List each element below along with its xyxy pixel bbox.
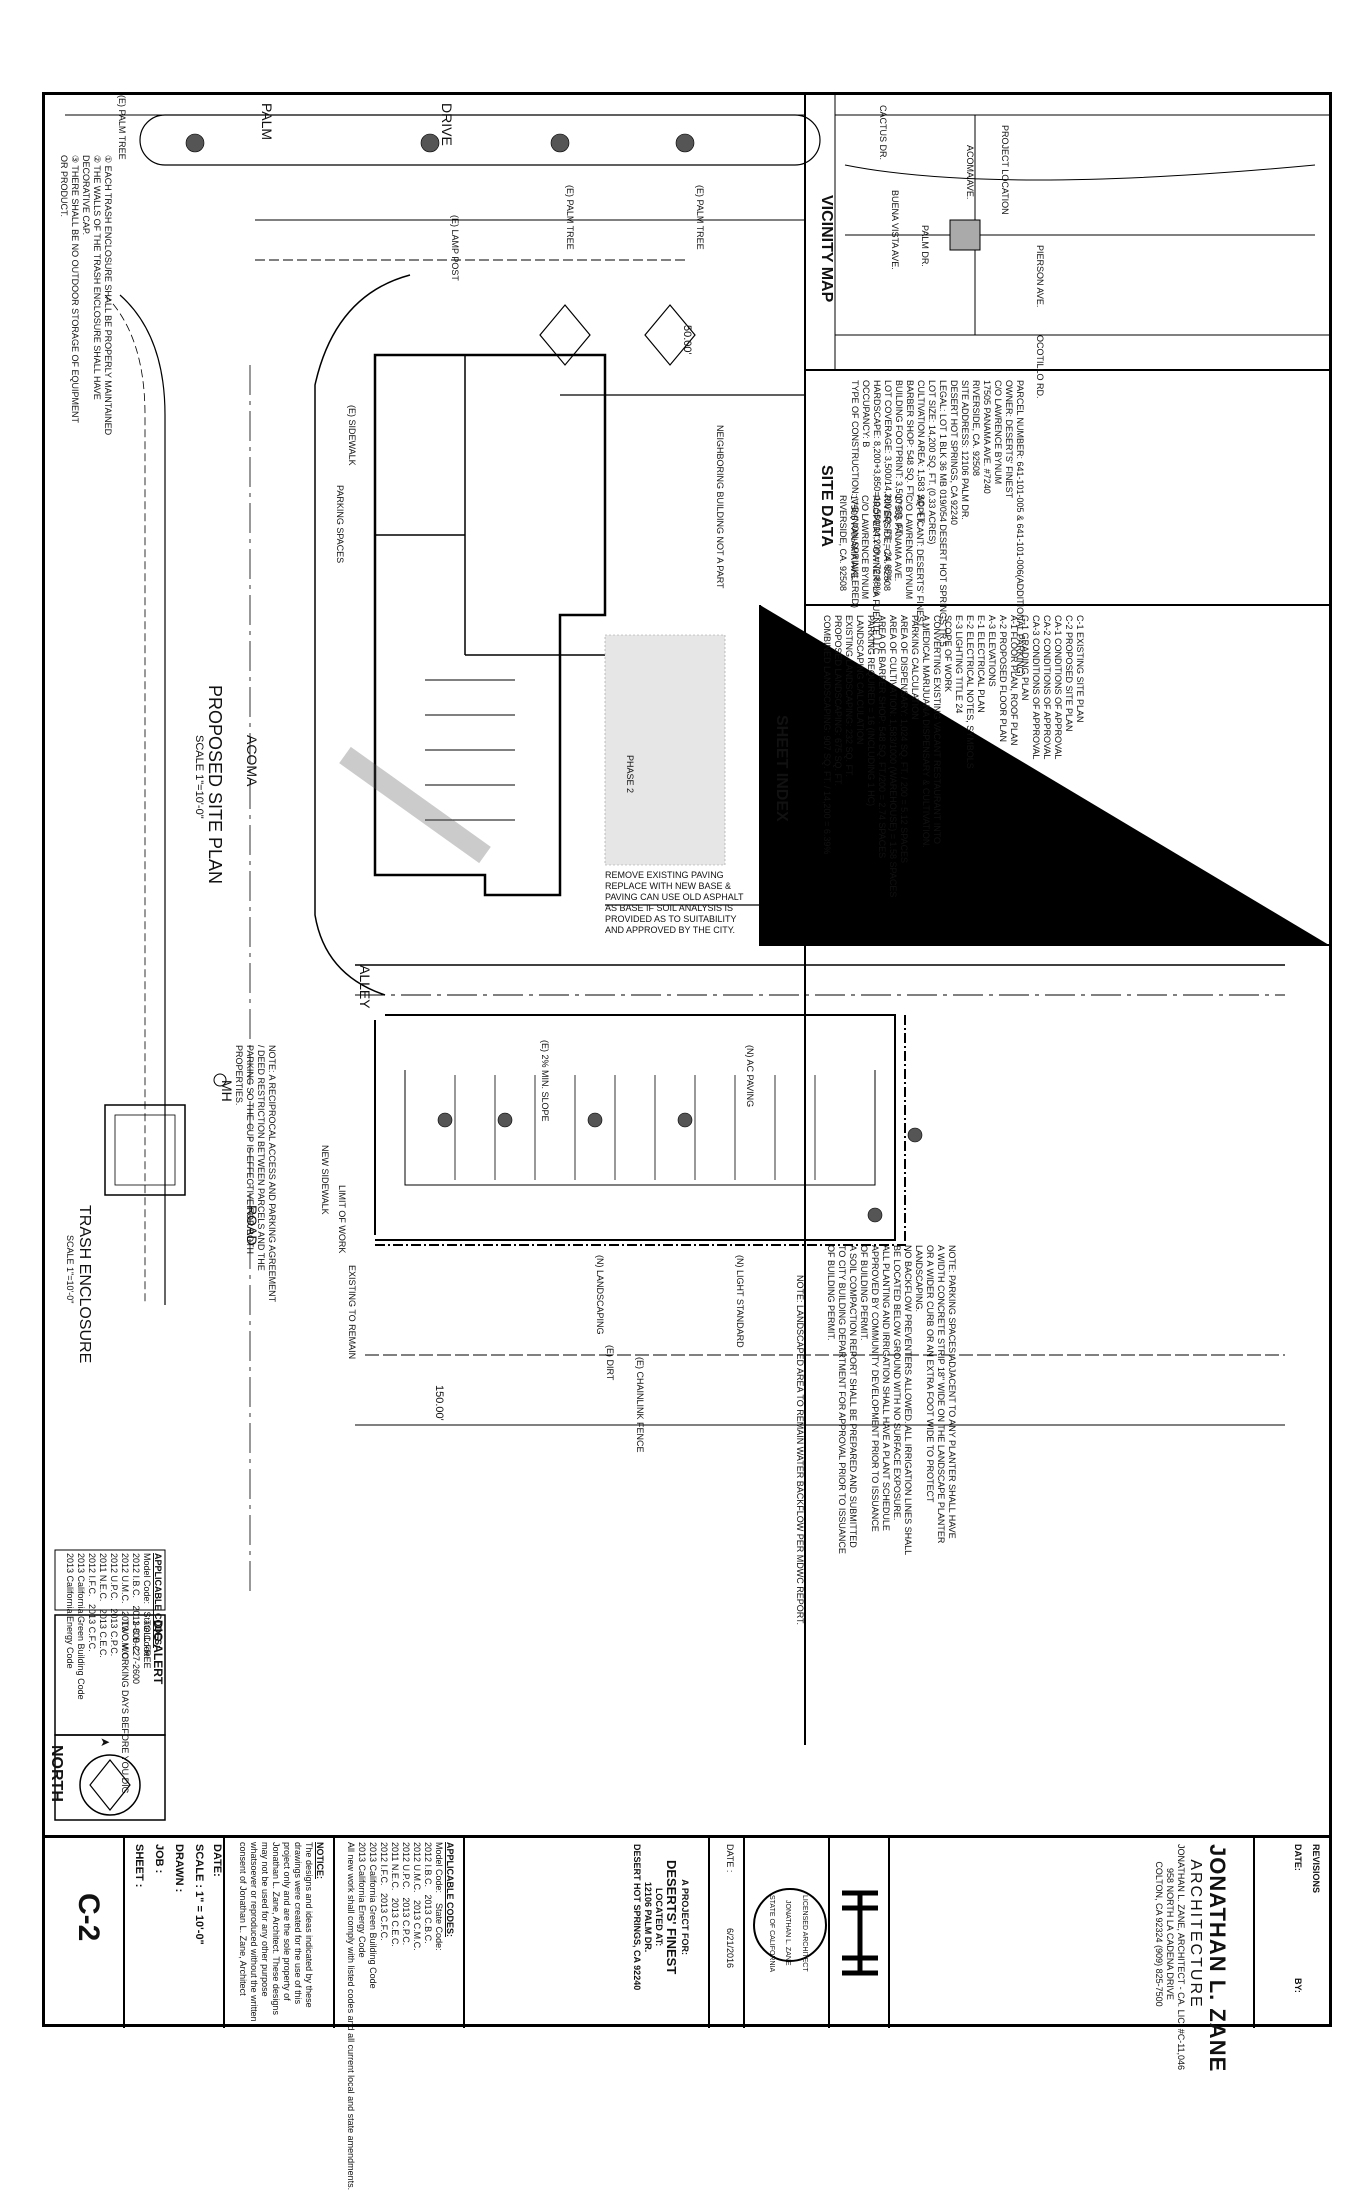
street-acoma: ACOMA xyxy=(244,735,260,787)
alley-label: ALLEY xyxy=(357,965,373,1009)
plan-title: PROPOSED SITE PLAN xyxy=(205,685,225,885)
palm-tree-label: (E) PALM TREE xyxy=(117,95,127,160)
title-block: C-2 SHEET : JOB : DRAWN : SCALE : 1" = 1… xyxy=(45,1835,1329,2190)
revisions-by-col: BY: xyxy=(1293,1978,1303,1993)
neighbor-building-label: NEIGHBORING BUILDING NOT A PART xyxy=(715,425,725,589)
date-cell: DATE : 6/21/2016 xyxy=(710,1838,745,2028)
trash-title: TRASH ENCLOSURE xyxy=(76,1205,93,1364)
vicinity-street-4: PIERSON AVE. xyxy=(1035,245,1045,308)
codes-cell: APPLICABLE CODES: Model Code: State Code… xyxy=(335,1838,465,2190)
sidewalk-label: (E) SIDEWALK xyxy=(347,405,357,466)
revisions-cell: REVISIONS DATE: BY: xyxy=(1255,1838,1329,2028)
sheet-number-cell: C-2 xyxy=(45,1838,125,2028)
palm-tree-label-2: (E) PALM TREE xyxy=(565,185,575,250)
palm-trees xyxy=(185,133,923,1223)
dim-150: 150.00' xyxy=(433,1385,445,1421)
project-info: A PROJECT FOR: DESERTS' FINEST LOCATED A… xyxy=(632,1844,690,1991)
landscaping-label: (N) LANDSCAPING xyxy=(595,1255,605,1335)
stamp-cell: LICENSED ARCHITECT JONATHAN L. ZANE STAT… xyxy=(745,1838,830,2028)
new-sidewalk-label: NEW SIDEWALK xyxy=(320,1145,330,1215)
revisions-date-col: DATE: xyxy=(1293,1844,1303,1871)
light-standard-label: (N) LIGHT STANDARD xyxy=(735,1255,745,1348)
stamp-text: LICENSED ARCHITECT xyxy=(801,1895,808,1972)
ac-paving-label: (N) AC PAVING xyxy=(745,1045,755,1108)
project-cell: A PROJECT FOR: DESERTS' FINEST LOCATED A… xyxy=(465,1838,710,2028)
vicinity-street-5: OCOTILLO RD. xyxy=(1035,335,1045,399)
date-label: DATE : xyxy=(725,1844,735,1873)
dirt-label: (E) DIRT xyxy=(605,1345,615,1381)
firm-logo-icon xyxy=(842,1890,878,1976)
sheet-index-title: SHEET INDEX xyxy=(773,715,790,822)
job-field: JOB : xyxy=(153,1844,165,1874)
vicinity-street-0: CACTUS DR. xyxy=(878,105,888,161)
backflow-note: NOTE: LANDSCAPED AREA TO REMAIN WATER BA… xyxy=(795,1275,805,1626)
notice: NOTICE: The designs and ideas indicated … xyxy=(238,1842,325,2022)
chainlink-label: (E) CHAINLINK FENCE xyxy=(635,1357,645,1453)
sheet-index-block: C-1 EXISTING SITE PLAN C-2 PROPOSED SITE… xyxy=(822,615,1085,898)
remove-paving-note: REMOVE EXISTING PAVING REPLACE WITH NEW … xyxy=(605,870,744,935)
reciprocal-note: NOTE: A RECIPROCAL ACCESS AND PARKING AG… xyxy=(234,1045,277,1302)
site-data-title: SITE DATA xyxy=(818,465,835,548)
stamp-state: STATE OF CALIFORNIA xyxy=(768,1895,775,1973)
trash-notes: ① EACH TRASH ENCLOSURE SHALL BE PROPERLY… xyxy=(59,155,113,436)
street-palm: PALM xyxy=(259,103,275,141)
dim-50: 50.00' xyxy=(681,325,693,355)
vicinity-title: VICINITY MAP xyxy=(818,195,835,303)
parking-spaces-label: PARKING SPACES xyxy=(335,485,345,564)
site-plan-drawing xyxy=(54,95,1329,1821)
vicinity-street-2: PALM DR. xyxy=(920,225,930,267)
scale-field: SCALE : 1" = 10'-0" xyxy=(193,1844,205,1945)
codes-table: APPLICABLE CODES: Model Code: State Code… xyxy=(346,1842,455,2190)
drawing-sheet: PALM DRIVE ACOMA ROAD PROPOSED SITE PLAN… xyxy=(42,92,1332,2190)
project-location-label: PROJECT LOCATION xyxy=(1000,125,1010,215)
sheet-fields-cell: SHEET : JOB : DRAWN : SCALE : 1" = 10'-0… xyxy=(125,1838,225,2028)
architect-stamp: LICENSED ARCHITECT JONATHAN L. ZANE STAT… xyxy=(753,1888,827,1972)
plan-scale: SCALE 1"=10'-0" xyxy=(193,735,205,819)
firm-cell: JONATHAN L. ZANE ARCHITECTURE JONATHAN L… xyxy=(890,1838,1255,2073)
vicinity-street-3: BUENA VISTA AVE. xyxy=(890,190,900,270)
firm-info: JONATHAN L. ZANE ARCHITECTURE JONATHAN L… xyxy=(1154,1844,1230,2073)
revisions-title: REVISIONS xyxy=(1311,1844,1321,1894)
date-value: 6/21/2016 xyxy=(725,1928,735,1969)
street-drive: DRIVE xyxy=(439,103,455,146)
north-label: NORTH xyxy=(48,1745,65,1802)
vicinity-street-1: ACOMA AVE. xyxy=(965,145,975,200)
north-arrow-icon: ➤ xyxy=(100,1735,111,1749)
date-field: DATE: xyxy=(211,1844,223,1877)
trash-scale: SCALE 1"=10'-0" xyxy=(65,1235,75,1304)
existing-remain-label: EXISTING TO REMAIN xyxy=(347,1265,357,1360)
phase2-label: PHASE 2 xyxy=(625,755,635,794)
drawn-field: DRAWN : xyxy=(173,1844,185,1893)
palm-tree-label-3: (E) PALM TREE xyxy=(695,185,705,250)
right-notes: NOTE: PARKING SPACES ADJACENT TO ANY PLA… xyxy=(826,1245,957,1556)
sheet-number: C-2 xyxy=(72,1893,105,1942)
stamp-name: JONATHAN L. ZANE xyxy=(784,1900,791,1966)
logo-cell xyxy=(830,1838,890,2028)
sheet-field: SHEET : xyxy=(133,1844,145,1888)
dig-alert-box: DIG ALERT TOLL FREE 1-800-227-2600 TWO W… xyxy=(120,1620,165,1794)
slope-label: (E) 2% MIN. SLOPE xyxy=(540,1040,550,1122)
notice-cell: NOTICE: The designs and ideas indicated … xyxy=(225,1838,335,2028)
limit-of-work-label: LIMIT OF WORK xyxy=(337,1185,347,1254)
lamp-post-label: (E) LAMP POST xyxy=(450,215,460,281)
